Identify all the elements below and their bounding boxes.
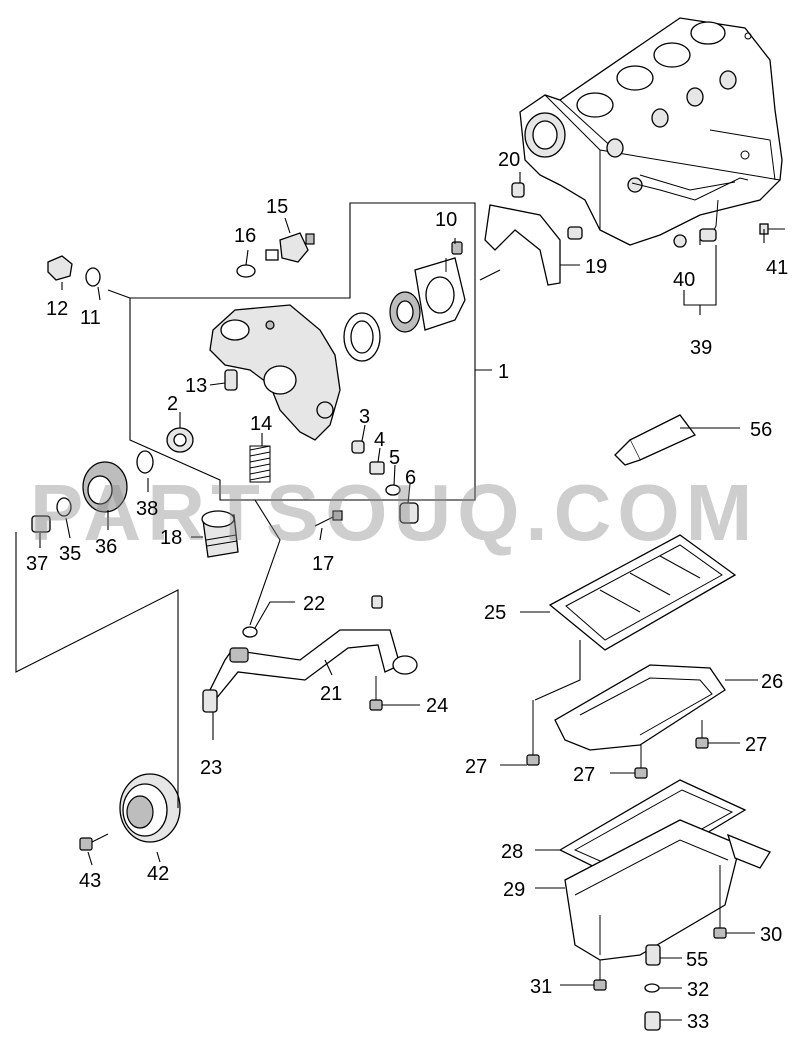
plug-6 bbox=[399, 502, 419, 524]
callout-14: 14 bbox=[250, 413, 272, 435]
callout-6: 6 bbox=[405, 467, 416, 489]
callout-13: 13 bbox=[185, 375, 207, 397]
callout-33: 33 bbox=[687, 1011, 709, 1033]
callout-35: 35 bbox=[59, 543, 81, 565]
callout-3: 3 bbox=[359, 406, 370, 428]
callout-55: 55 bbox=[686, 949, 708, 971]
drain-plug-33 bbox=[644, 1011, 661, 1031]
callout-25: 25 bbox=[484, 602, 506, 624]
callout-36: 36 bbox=[95, 536, 117, 558]
callout-32: 32 bbox=[687, 979, 709, 1001]
callout-40: 40 bbox=[673, 269, 695, 291]
callout-38: 38 bbox=[136, 498, 158, 520]
oil-pan-lower bbox=[564, 819, 771, 961]
callout-37: 37 bbox=[26, 553, 48, 575]
oil-pan-upper bbox=[554, 664, 726, 751]
sealant-tube bbox=[614, 414, 697, 466]
callout-24: 24 bbox=[426, 695, 448, 717]
callout-11: 11 bbox=[80, 307, 101, 329]
callout-1: 1 bbox=[498, 361, 509, 383]
callout-27c: 27 bbox=[745, 734, 767, 756]
callout-42: 42 bbox=[147, 863, 169, 885]
callout-31: 31 bbox=[530, 976, 552, 998]
screw-10 bbox=[445, 241, 463, 272]
callout-19: 19 bbox=[585, 256, 607, 278]
callout-4: 4 bbox=[374, 429, 385, 451]
washer-32 bbox=[644, 983, 660, 993]
oil-pump-group-box bbox=[129, 202, 476, 501]
callout-2: 2 bbox=[167, 393, 178, 415]
nipple-13 bbox=[224, 369, 238, 391]
bolt-27a bbox=[526, 700, 540, 766]
engine-block bbox=[519, 17, 783, 246]
spring-55 bbox=[645, 944, 661, 966]
callout-29: 29 bbox=[503, 879, 525, 901]
callout-56: 56 bbox=[750, 419, 772, 441]
oil-pressure-switch bbox=[265, 232, 315, 263]
callout-17: 17 bbox=[312, 553, 334, 575]
callout-21: 21 bbox=[320, 683, 342, 705]
watermark: PARTSOUQ.COM bbox=[30, 468, 758, 557]
bolt-43 bbox=[79, 833, 109, 851]
gasket-22 bbox=[242, 626, 258, 638]
seal-20b bbox=[567, 226, 583, 240]
callout-10: 10 bbox=[435, 209, 457, 231]
callout-26: 26 bbox=[761, 671, 783, 693]
bolt-37 bbox=[31, 515, 51, 533]
oil-filter bbox=[201, 510, 239, 558]
bolt-23 bbox=[202, 689, 218, 713]
callout-20: 20 bbox=[498, 149, 520, 171]
bolt-17 bbox=[314, 510, 343, 527]
washer-35 bbox=[56, 497, 72, 517]
callout-5: 5 bbox=[389, 447, 400, 469]
gasket-19 bbox=[484, 204, 561, 286]
oil-pump-housing bbox=[209, 304, 341, 441]
baffle-plate bbox=[548, 534, 737, 651]
callout-15: 15 bbox=[266, 196, 288, 218]
bolt-31 bbox=[593, 960, 607, 991]
callout-27b: 27 bbox=[573, 764, 595, 786]
bolt-27c bbox=[695, 720, 709, 749]
seal-20 bbox=[511, 182, 525, 198]
seal-2 bbox=[166, 427, 194, 453]
pump-cover bbox=[414, 257, 466, 331]
washer-5 bbox=[385, 484, 401, 496]
ring-11 bbox=[85, 267, 101, 287]
bolt-27b bbox=[634, 745, 648, 779]
callout-12: 12 bbox=[46, 298, 68, 320]
callout-39: 39 bbox=[690, 337, 712, 359]
callout-16: 16 bbox=[234, 225, 256, 247]
spring-14 bbox=[249, 445, 271, 483]
pump-gear-ring bbox=[343, 291, 421, 362]
callout-labels: 1 2 3 4 5 6 10 11 12 13 14 15 16 17 18 1… bbox=[26, 149, 788, 1033]
oil-pickup-pipe bbox=[203, 595, 418, 701]
callout-28: 28 bbox=[501, 841, 523, 863]
callout-18: 18 bbox=[160, 527, 182, 549]
callout-27a: 27 bbox=[465, 756, 487, 778]
callout-43: 43 bbox=[79, 870, 101, 892]
washer-16 bbox=[236, 264, 256, 278]
callout-41: 41 bbox=[766, 257, 788, 279]
bolt-24 bbox=[369, 676, 383, 711]
spring-4 bbox=[369, 461, 385, 475]
ring-38 bbox=[136, 450, 154, 474]
sprocket-36 bbox=[82, 461, 128, 513]
callout-23: 23 bbox=[200, 757, 222, 779]
callout-22: 22 bbox=[303, 593, 325, 615]
plunger-3 bbox=[351, 440, 365, 454]
plug-12 bbox=[47, 255, 73, 281]
callout-30: 30 bbox=[760, 924, 782, 946]
leader-lines bbox=[15, 172, 765, 1021]
crank-pulley bbox=[119, 773, 181, 843]
